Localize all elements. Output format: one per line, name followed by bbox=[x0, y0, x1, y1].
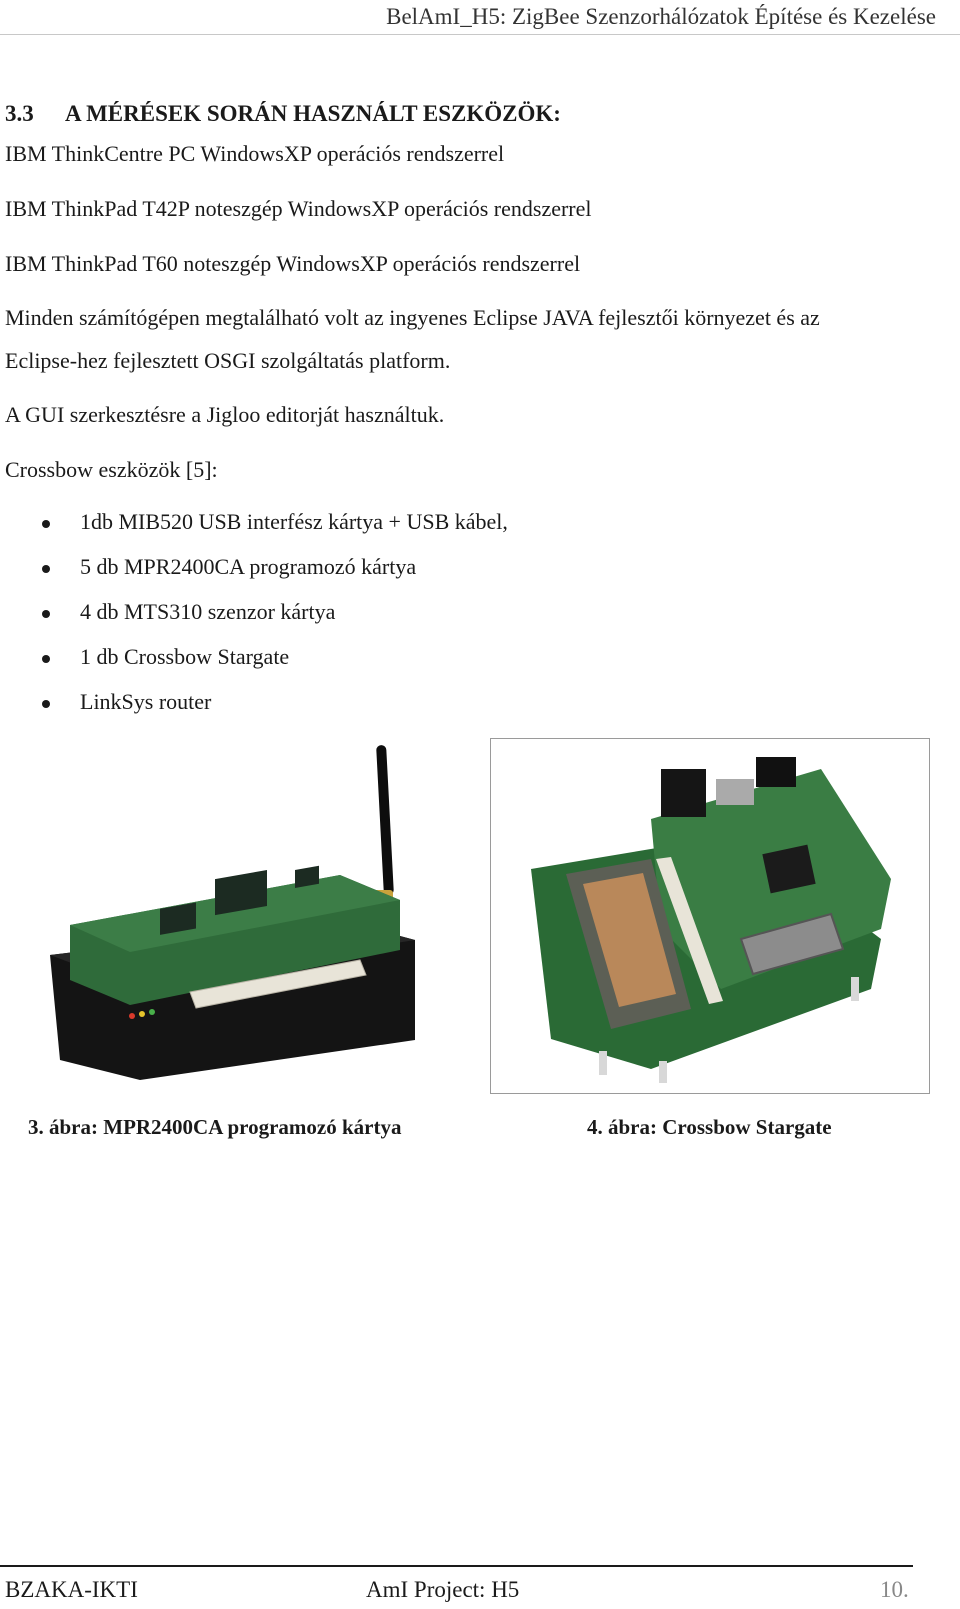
figure-4-caption: 4. ábra: Crossbow Stargate bbox=[587, 1115, 832, 1139]
figure-stargate-photo bbox=[490, 738, 930, 1094]
processor-chip-icon bbox=[762, 844, 816, 894]
section-heading: 3.3 A MÉRÉSEK SORÁN HASZNÁLT ESZKÖZÖK: bbox=[5, 101, 561, 127]
ethernet-port-icon bbox=[661, 769, 706, 817]
footer-organization: BZAKA-IKTI bbox=[5, 1577, 138, 1602]
standoff-icon bbox=[599, 1051, 607, 1075]
paragraph-gui: A GUI szerkesztésre a Jigloo editorját h… bbox=[5, 402, 445, 427]
section-number: 3.3 bbox=[5, 101, 34, 126]
led-icon bbox=[139, 1011, 145, 1017]
bullet-icon bbox=[42, 655, 50, 663]
list-item-text: 5 db MPR2400CA programozó kártya bbox=[80, 554, 417, 579]
expansion-connector-icon bbox=[656, 857, 723, 1004]
paragraph-eclipse-line1: Minden számítógépen megtalálható volt az… bbox=[5, 305, 820, 330]
footer-divider bbox=[0, 1565, 913, 1567]
standoff-icon bbox=[851, 977, 859, 1001]
chip-icon bbox=[295, 865, 319, 889]
bullet-icon bbox=[42, 565, 50, 573]
led-icon bbox=[129, 1013, 135, 1019]
standoff-icon bbox=[659, 1061, 667, 1083]
bullet-icon bbox=[42, 700, 50, 708]
header-divider bbox=[0, 34, 960, 35]
antenna-icon bbox=[376, 745, 394, 895]
stargate-board-illustration bbox=[531, 757, 891, 1083]
figure-mpr2400ca-photo bbox=[40, 740, 430, 1085]
led-icon bbox=[149, 1009, 155, 1015]
serial-port-icon bbox=[739, 912, 845, 976]
usb-port-icon bbox=[716, 779, 754, 805]
section-title: A MÉRÉSEK SORÁN HASZNÁLT ESZKÖZÖK: bbox=[65, 101, 561, 126]
chip-icon bbox=[160, 902, 196, 935]
list-item-text: 1 db Crossbow Stargate bbox=[80, 644, 290, 669]
mpr2400ca-board-illustration bbox=[50, 745, 415, 1080]
list-item-text: LinkSys router bbox=[80, 689, 212, 714]
chip-icon bbox=[215, 869, 267, 916]
header-pins-icon bbox=[756, 757, 796, 787]
paragraph-eclipse-line2: Eclipse-hez fejlesztett OSGI szolgáltatá… bbox=[5, 348, 451, 373]
header-title: BelAmI_H5: ZigBee Szenzorhálózatok Építé… bbox=[386, 4, 936, 29]
expansion-connector-icon bbox=[189, 959, 367, 1009]
paragraph-thinkcentre: IBM ThinkCentre PC WindowsXP operációs r… bbox=[5, 141, 505, 166]
paragraph-t60: IBM ThinkPad T60 noteszgép WindowsXP ope… bbox=[5, 251, 581, 276]
bullet-icon bbox=[42, 520, 50, 528]
paragraph-t42p: IBM ThinkPad T42P noteszgép WindowsXP op… bbox=[5, 196, 592, 221]
page-number: 10. bbox=[880, 1577, 909, 1602]
paragraph-crossbow: Crossbow eszközök [5]: bbox=[5, 457, 218, 482]
list-item-text: 4 db MTS310 szenzor kártya bbox=[80, 599, 336, 624]
list-item-text: 1db MIB520 USB interfész kártya + USB ká… bbox=[80, 509, 508, 534]
bullet-icon bbox=[42, 610, 50, 618]
figure-3-caption: 3. ábra: MPR2400CA programozó kártya bbox=[28, 1115, 402, 1139]
footer-project: AmI Project: H5 bbox=[366, 1577, 520, 1602]
